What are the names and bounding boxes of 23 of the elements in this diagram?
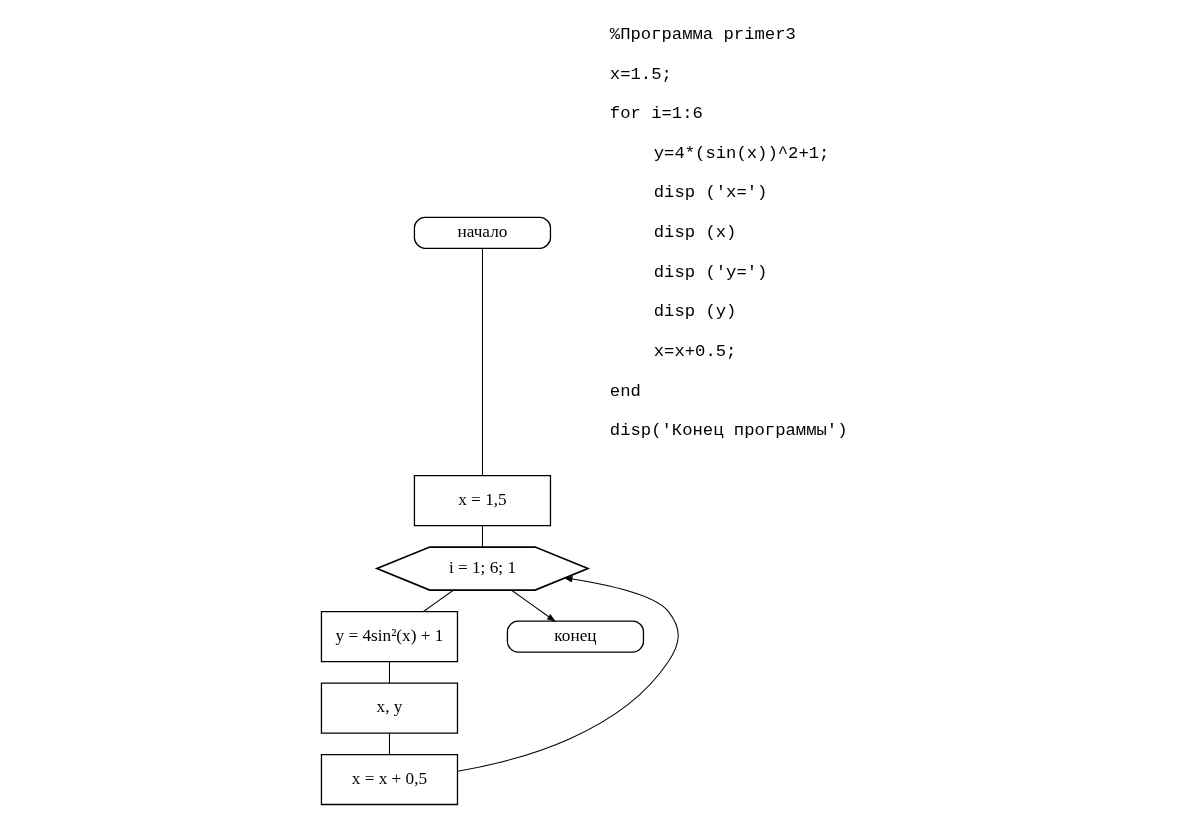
label: disp (x) bbox=[653, 223, 736, 243]
label: disp (y) bbox=[653, 302, 736, 322]
node-box: начало bbox=[413, 216, 551, 249]
node-box: y = 4sin²(x) + 1 bbox=[320, 611, 458, 663]
label: end bbox=[609, 381, 641, 401]
label: for i=1:6 bbox=[609, 104, 703, 124]
label: disp('Конец программы') bbox=[609, 421, 848, 441]
label: y=4*(sin(x))^2+1; bbox=[653, 143, 829, 163]
node-box: конец bbox=[506, 620, 644, 653]
node-box: x = 1,5 bbox=[413, 474, 551, 527]
arrow bbox=[456, 576, 679, 772]
label: x=x+0.5; bbox=[653, 341, 736, 361]
label: disp ('y=') bbox=[653, 262, 767, 282]
connector bbox=[388, 732, 390, 755]
connector bbox=[481, 247, 483, 477]
node-box: x, y bbox=[320, 682, 458, 734]
connector bbox=[388, 661, 390, 684]
label: %Программа primer3 bbox=[609, 25, 796, 45]
node-box: x = x + 0,5 bbox=[320, 753, 458, 806]
label: disp ('x=') bbox=[653, 183, 767, 203]
connector bbox=[481, 525, 483, 548]
label: x=1.5; bbox=[609, 64, 672, 84]
arrow bbox=[510, 589, 556, 622]
